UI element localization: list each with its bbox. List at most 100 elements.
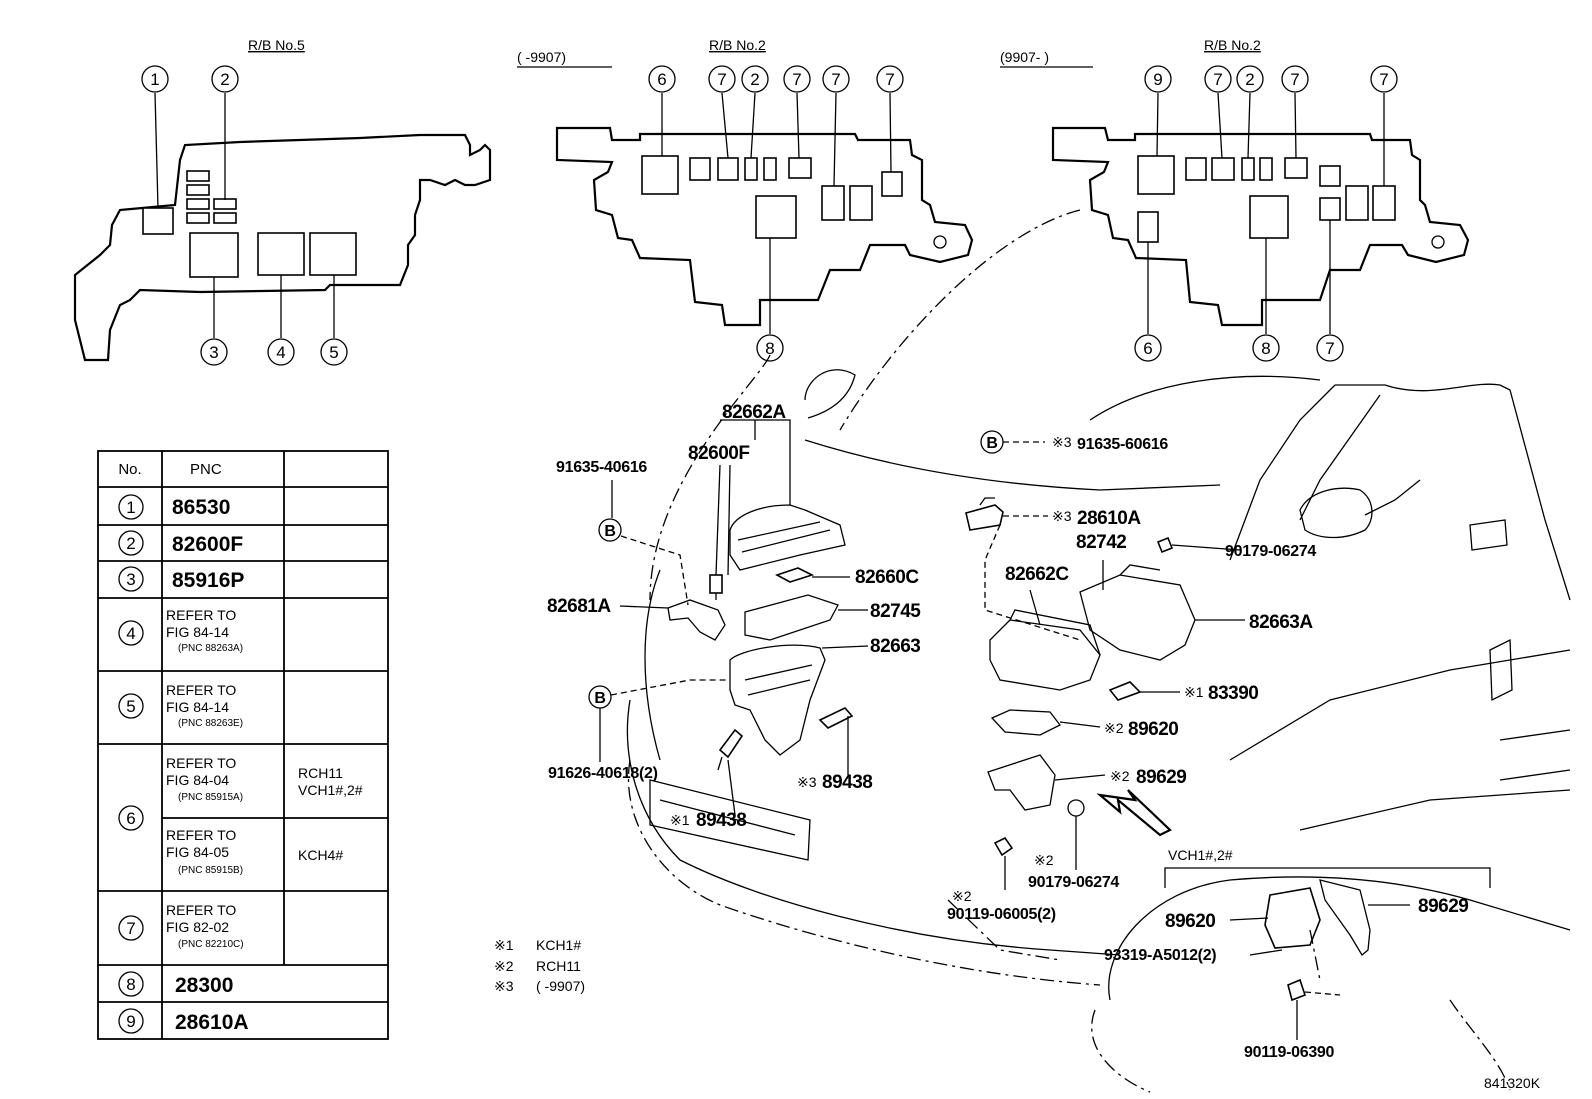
svg-text:85916P: 85916P [172,569,244,592]
label-89620: 89620 [1128,719,1178,740]
label-83390: 83390 [1208,683,1258,704]
relay-block-no5: R/B No.5 1 2 3 4 5 [73,37,492,366]
label-82663A: 82663A [1249,612,1313,633]
label-91635-60616: 91635-60616 [1077,436,1168,453]
part-labels: 82662A 82600F 91635-40616 82660C 82681A … [547,402,1469,1061]
svg-text:82600F: 82600F [172,533,243,556]
callout-5: 5 [320,338,348,366]
label-90179-06274-b: 90179-06274 [1028,874,1119,891]
label-90179-06274-a: 90179-06274 [1225,543,1316,560]
svg-text:(PNC 85915B): (PNC 85915B) [178,865,243,876]
svg-text:7: 7 [792,70,801,89]
label-vch-89629: 89629 [1418,896,1468,917]
svg-text:6: 6 [126,809,135,828]
table-row: 8 28300 [118,971,233,997]
callout-7: 7 [1370,65,1398,93]
svg-text:FIG 84-05: FIG 84-05 [166,844,229,860]
table-row: 6 REFER TO FIG 84-04 (PNC 85915A) RCH11 … [118,755,363,876]
label-82662C: 82662C [1005,564,1069,585]
svg-text:※2: ※2 [1104,720,1124,736]
callout-7: 7 [708,65,736,93]
header-pnc: PNC [190,461,222,478]
callout-8: 8 [1252,334,1280,362]
label-90119-06005: 90119-06005(2) [947,906,1056,923]
svg-text:※1: ※1 [670,812,690,828]
svg-text:※3: ※3 [797,774,817,790]
bolt-b-icon: B [588,685,612,709]
label-82660C: 82660C [855,567,919,588]
svg-text:REFER TO: REFER TO [166,607,236,623]
callout-7: 7 [783,65,811,93]
callout-7: 7 [876,65,904,93]
svg-text:6: 6 [657,70,666,89]
callout-2: 2 [1236,65,1264,93]
table-row: 3 85916P [118,566,244,592]
svg-text:(PNC 88263E): (PNC 88263E) [178,718,243,729]
svg-text:3: 3 [209,343,218,362]
footnote-3: ( -9907) [536,978,585,994]
svg-text:1: 1 [150,70,159,89]
svg-text:7: 7 [885,70,894,89]
table-row: 2 82600F [118,530,243,556]
svg-text:※2: ※2 [1110,768,1130,784]
svg-text:7: 7 [1379,70,1388,89]
svg-text:28300: 28300 [175,974,233,997]
svg-text:※1: ※1 [1184,684,1204,700]
svg-text:B: B [604,523,615,540]
svg-text:RCH11: RCH11 [298,765,343,781]
svg-text:1: 1 [126,498,135,517]
callout-7: 7 [1204,65,1232,93]
label-82742: 82742 [1076,532,1126,553]
svg-text:8: 8 [1261,339,1270,358]
section-title-rb2-early: R/B No.2 [709,37,766,53]
svg-text:86530: 86530 [172,496,230,519]
callout-7: 7 [1316,334,1344,362]
svg-text:FIG 84-14: FIG 84-14 [166,624,229,640]
label-91626-40618: 91626-40618(2) [548,765,658,782]
label-82681A: 82681A [547,596,611,617]
early-range-label: ( -9907) [517,49,566,65]
svg-text:FIG 82-02: FIG 82-02 [166,919,229,935]
svg-text:4: 4 [276,343,285,362]
label-89438-b: 89438 [696,810,746,831]
pnc-table: No. PNC 1 86530 2 82600F 3 85916P 4 REFE… [97,450,389,1040]
late-range-label: (9907- ) [1000,49,1049,65]
relay-block-no2-early: ( -9907) R/B No.2 6 7 2 7 7 7 8 [517,37,974,362]
svg-text:8: 8 [765,339,774,358]
svg-text:FIG 84-14: FIG 84-14 [166,699,229,715]
svg-text:5: 5 [329,343,338,362]
section-title-rb2-late: R/B No.2 [1204,37,1261,53]
svg-text:2: 2 [1245,70,1254,89]
svg-text:REFER TO: REFER TO [166,682,236,698]
svg-text:2: 2 [126,534,135,553]
svg-text:5: 5 [126,697,135,716]
svg-text:※3: ※3 [1052,434,1072,450]
svg-text:REFER TO: REFER TO [166,827,236,843]
label-vch: VCH1#,2# [1168,847,1233,863]
svg-text:2: 2 [220,70,229,89]
svg-text:※2: ※2 [952,888,972,904]
bolt-b-icon: B [598,518,622,542]
svg-text:2: 2 [750,70,759,89]
svg-text:REFER TO: REFER TO [166,755,236,771]
svg-text:9: 9 [1153,70,1162,89]
section-title-rb5: R/B No.5 [248,37,305,53]
callout-7: 7 [822,65,850,93]
label-82600F: 82600F [688,443,749,464]
callout-3: 3 [200,338,228,366]
svg-text:3: 3 [126,570,135,589]
header-no: No. [118,461,141,478]
callout-6: 6 [1134,334,1162,362]
svg-text:※2: ※2 [494,958,514,974]
callout-1: 1 [141,65,169,93]
callout-6: 6 [648,65,676,93]
svg-text:FIG 84-04: FIG 84-04 [166,772,229,788]
svg-text:(PNC 82210C): (PNC 82210C) [178,939,244,950]
components: B B B [588,419,1491,1040]
svg-text:7: 7 [717,70,726,89]
table-row: 5 REFER TO FIG 84-14 (PNC 88263E) [118,682,243,729]
label-89629: 89629 [1136,767,1186,788]
label-82662A: 82662A [722,402,786,423]
table-row: 7 REFER TO FIG 82-02 (PNC 82210C) [118,902,244,950]
